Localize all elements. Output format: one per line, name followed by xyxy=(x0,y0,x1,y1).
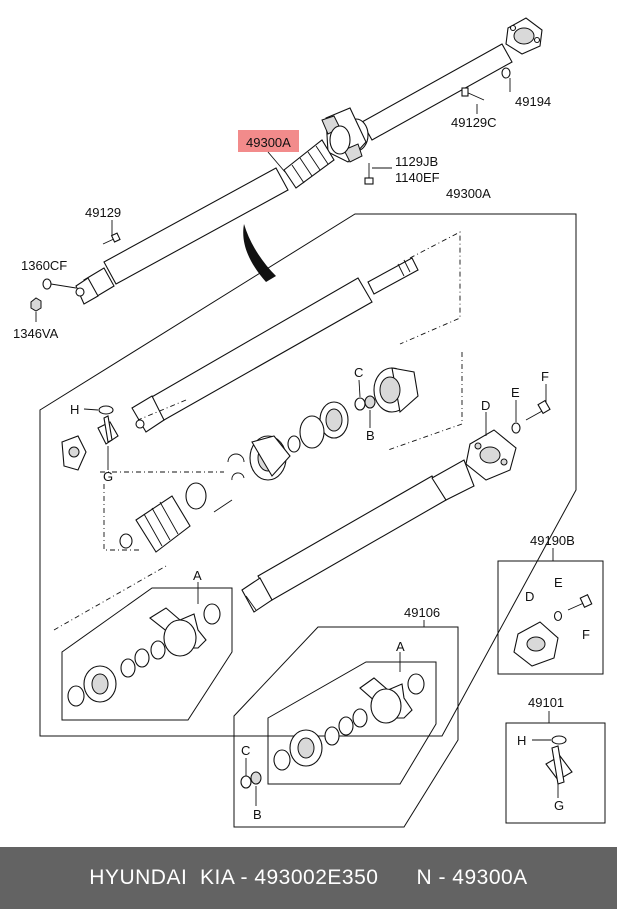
highlight-box xyxy=(238,130,299,152)
washer-e xyxy=(511,422,521,434)
bolt-f xyxy=(525,399,551,421)
center-support-bearing xyxy=(321,107,369,163)
cv-joint-housing xyxy=(373,367,419,414)
exploded-view-frame xyxy=(39,213,577,737)
label-c1: C xyxy=(354,365,363,380)
label-1129jb: 1129JB xyxy=(395,154,438,169)
label-e1: E xyxy=(511,385,520,400)
center-bearing-frame xyxy=(61,587,233,721)
kit-49101-frame xyxy=(505,722,606,824)
label-c2: C xyxy=(241,743,250,758)
nut-49194 xyxy=(501,67,511,79)
cv-boot xyxy=(283,139,335,189)
label-49106: 49106 xyxy=(404,605,440,620)
label-49300a-highlight: 49300A xyxy=(246,135,291,150)
inner-race xyxy=(249,435,291,481)
kit-49106-inner-frame xyxy=(267,661,437,785)
label-f2: F xyxy=(582,627,590,642)
exploded-boot xyxy=(119,495,191,553)
label-49129c: 49129C xyxy=(451,115,497,130)
bearing-dash xyxy=(53,565,167,631)
spline-dash xyxy=(399,231,461,345)
label-b1: B xyxy=(366,428,375,443)
kit-49106-bracket xyxy=(359,673,425,724)
washer-c xyxy=(354,397,366,411)
kit-49106-frame xyxy=(233,626,459,828)
nut-b xyxy=(364,395,376,409)
label-g1: G xyxy=(103,469,113,484)
label-49194: 49194 xyxy=(515,94,551,109)
bolt-1129jb xyxy=(364,163,374,185)
label-f1: F xyxy=(541,369,549,384)
label-h2: H xyxy=(517,733,526,748)
companion-flange xyxy=(61,435,87,471)
bracket-a xyxy=(149,603,221,657)
footer-reference-number: N - 49300A xyxy=(416,866,528,889)
label-d2: D xyxy=(525,589,534,604)
bearing-parts-1 xyxy=(67,640,166,707)
universal-joint-g xyxy=(97,415,119,445)
kit-49190b-frame xyxy=(497,560,604,675)
label-49101: 49101 xyxy=(528,695,564,710)
label-a2: A xyxy=(396,639,405,654)
bolt-49129 xyxy=(102,232,121,245)
exploded-rear-shaft xyxy=(241,459,475,613)
h-dash xyxy=(137,399,187,421)
explode-arrow xyxy=(243,224,276,282)
rear-flexible-coupling xyxy=(505,17,543,55)
pin xyxy=(213,499,233,513)
label-49129: 49129 xyxy=(85,205,121,220)
label-g2: G xyxy=(554,798,564,813)
boot-clamp xyxy=(185,482,207,510)
label-1360cf: 1360CF xyxy=(21,258,67,273)
propeller-shaft-assembly xyxy=(30,17,543,322)
kit-49106-washer xyxy=(240,775,252,789)
kit-49190b-bolt xyxy=(567,594,593,611)
circlips xyxy=(227,453,245,481)
front-tube xyxy=(103,167,289,285)
label-a1: A xyxy=(193,568,202,583)
footer-brand-part-number: HYUNDAI KIA - 493002E350 xyxy=(89,866,379,889)
nut-1346va xyxy=(30,297,42,312)
front-yoke xyxy=(75,267,115,305)
washer-1360cf xyxy=(42,278,77,290)
cv-dash xyxy=(387,352,463,451)
label-b2: B xyxy=(253,807,262,822)
label-49190b: 49190B xyxy=(530,533,575,548)
label-49300a-box: 49300A xyxy=(446,186,491,201)
rubber-coupling-d xyxy=(465,429,517,481)
kit-49101-snap-ring xyxy=(551,735,567,745)
kit-49190b-washer xyxy=(553,610,563,622)
snap-ring-h xyxy=(98,405,114,415)
label-1140ef: 1140EF xyxy=(395,170,440,185)
parts-diagram: 49300A 49300A 49194 49129C 1129JB 1140EF… xyxy=(13,17,606,828)
exploded-front-shaft xyxy=(131,257,419,433)
kit-49106-bearing xyxy=(273,708,368,771)
kit-49190b-coupling xyxy=(513,621,559,667)
label-e2: E xyxy=(554,575,563,590)
rear-tube xyxy=(361,43,513,141)
label-1346va: 1346VA xyxy=(13,326,59,341)
bolt-49129c xyxy=(461,87,485,101)
cv-rings xyxy=(287,401,349,453)
label-h1: H xyxy=(70,402,79,417)
kit-49101-spider xyxy=(545,745,573,785)
footer-bar: HYUNDAI KIA - 493002E350 N - 49300A xyxy=(0,847,617,909)
kit-49106-nut xyxy=(250,771,262,785)
label-d1: D xyxy=(481,398,490,413)
